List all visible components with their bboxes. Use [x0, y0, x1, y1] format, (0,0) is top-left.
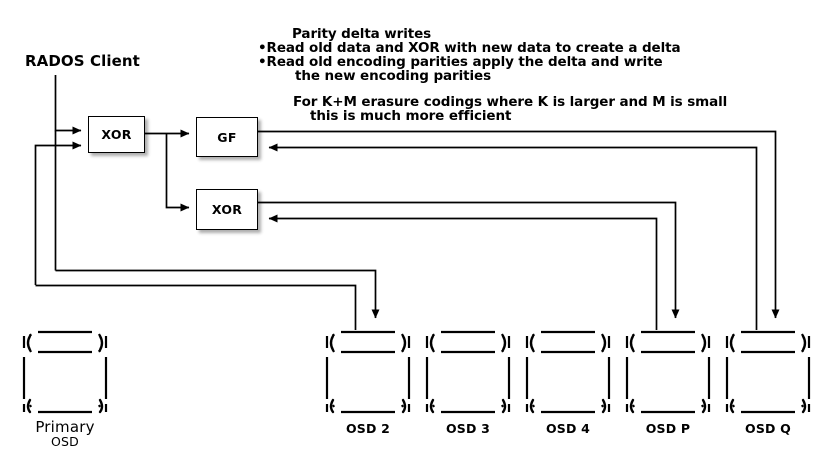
parity-delta-note-bullet-3: the new encoding parities: [295, 68, 491, 84]
efficiency-note-line-1: For K+M erasure codings where K is large…: [293, 94, 728, 110]
osd-p-label: OSD P: [645, 421, 691, 436]
connector-client-to-xor1: [54, 75, 82, 135]
connector-osdq-to-gf: [268, 143, 758, 330]
primary-osd-label-line2: OSD: [51, 434, 79, 449]
primary-osd-label-line1: Primary: [35, 418, 95, 436]
box-xor-2[interactable]: XOR: [196, 189, 258, 230]
cylinder-osd-q: [725, 330, 811, 414]
cylinder-osd-p: [625, 330, 711, 414]
connector-client-to-osd2: [55, 269, 380, 319]
cylinder-primary-osd: [22, 330, 108, 414]
parity-delta-note-bullet-1: •Read old data and XOR with new data to …: [258, 40, 681, 56]
connector-gf-to-osdq: [256, 130, 780, 319]
cylinder-paren-osd-3: [429, 334, 507, 414]
cylinder-paren-primary: [26, 334, 104, 414]
bullet-glyph: •: [258, 54, 267, 70]
connector-xor2-to-osdp: [256, 201, 680, 319]
cylinder-osd-2: [325, 330, 411, 414]
cylinder-paren-osd-2: [329, 334, 407, 414]
connector-osd2-to-feedback: [35, 284, 357, 330]
connector-xor1-to-xor2: [165, 133, 190, 212]
osd-4-label: OSD 4: [545, 421, 591, 436]
connector-feedback-to-xor1: [34, 141, 82, 285]
connector-osdp-to-xor2: [268, 214, 658, 330]
osd-2-label: OSD 2: [345, 421, 391, 436]
cylinder-paren-osd-4: [529, 334, 607, 414]
efficiency-note-line-2: this is much more efficient: [310, 108, 512, 124]
bullet-glyph: •: [258, 40, 267, 56]
parity-delta-note-heading: Parity delta writes: [292, 26, 432, 42]
osd-q-label: OSD Q: [745, 421, 791, 436]
cylinder-paren-osd-p: [629, 334, 707, 414]
cylinder-osd-3: [425, 330, 511, 414]
parity-delta-note-bullet-2: •Read old encoding parities apply the de…: [258, 54, 663, 70]
box-gf[interactable]: GF: [196, 117, 258, 157]
rados-client-label: RADOS Client: [25, 52, 140, 70]
cylinder-osd-4: [525, 330, 611, 414]
cylinder-paren-osd-q: [729, 334, 807, 414]
box-xor-1[interactable]: XOR: [88, 116, 145, 153]
osd-3-label: OSD 3: [445, 421, 491, 436]
